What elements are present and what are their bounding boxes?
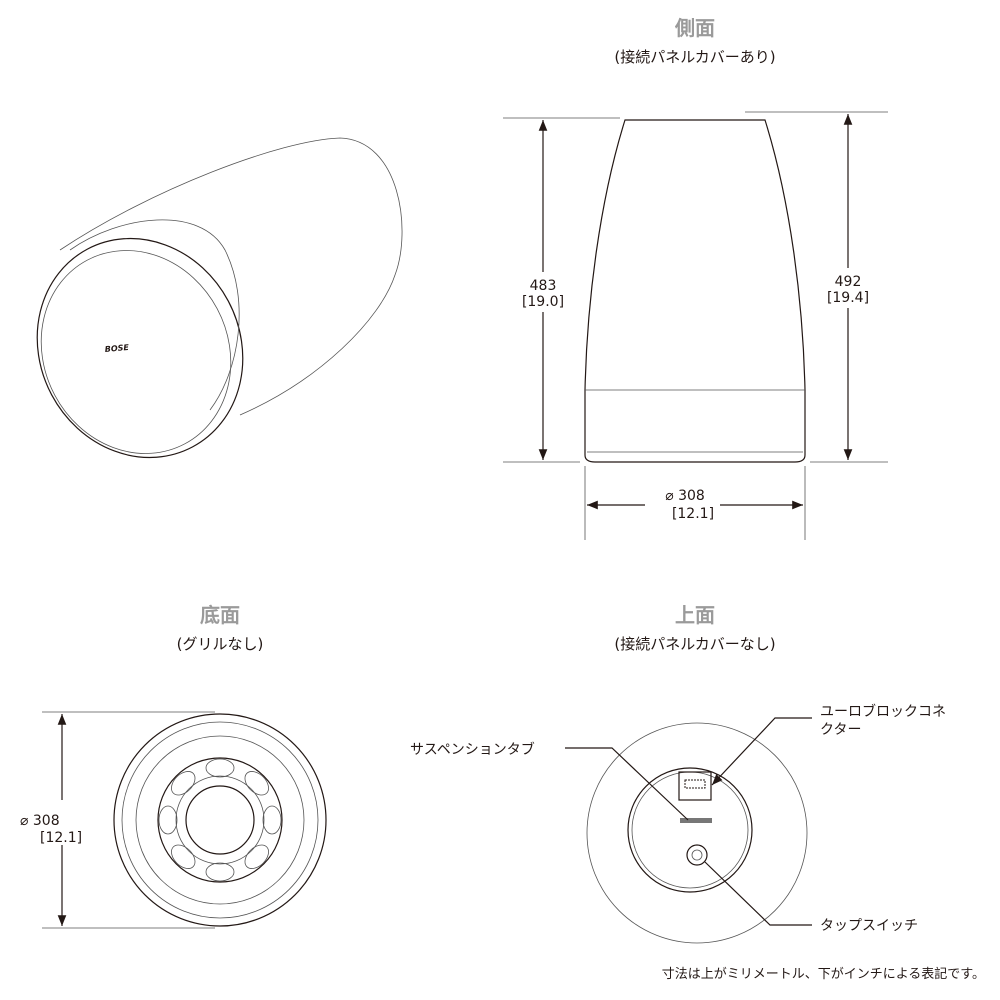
height-right-mm: 492 (835, 274, 862, 290)
euroblock-label-2: クター (820, 722, 861, 738)
top-view: サスペンションタブ ユーロブロックコネ クター タップスイッチ (410, 703, 946, 944)
bottom-view: ⌀ 308 [12.1] (20, 711, 327, 929)
tap-switch-label: タップスイッチ (820, 918, 918, 934)
tap-switch (686, 844, 708, 866)
footnote: 寸法は上がミリメートル、下がインチによる表記です。 (662, 966, 985, 982)
speaker-body-outline (59, 137, 403, 416)
driver-lobe (158, 805, 178, 835)
speaker-grille (40, 250, 232, 454)
bottom-view-subtitle: (グリルなし) (177, 635, 264, 653)
top-view-title: 上面 (675, 603, 715, 627)
euroblock-connector (678, 771, 712, 801)
driver-lobe (171, 771, 196, 796)
driver-lobe (205, 758, 235, 778)
top-view-subtitle: (接続パネルカバーなし) (614, 635, 775, 653)
speaker-front-rim (36, 237, 244, 459)
side-view: 483 [19.0] 492 [19.4] ⌀ 308 [12.1] (503, 111, 888, 540)
width-mm: ⌀ 308 (665, 488, 705, 504)
driver-lobe (262, 805, 282, 835)
driver-lobe (171, 844, 196, 869)
height-left-mm: 483 (530, 278, 557, 294)
speaker-side-outline (584, 119, 806, 463)
euroblock-label-1: ユーロブロックコネ (820, 703, 946, 720)
side-view-title: 側面 (674, 16, 715, 40)
bottom-diameter-mm: ⌀ 308 (20, 813, 60, 829)
height-left-in: [19.0] (522, 294, 564, 310)
speaker-band (69, 219, 240, 411)
driver-lobe (244, 844, 269, 869)
suspension-tab (680, 818, 712, 823)
width-in: [12.1] (672, 506, 714, 522)
driver-lobe (205, 862, 235, 882)
suspension-tab-label: サスペンションタブ (410, 741, 535, 758)
driver-lobe (244, 771, 269, 796)
bottom-view-title: 底面 (200, 603, 240, 627)
bose-logo: BOSE (104, 343, 129, 354)
side-view-subtitle: (接続パネルカバーあり) (614, 48, 775, 66)
height-right-in: [19.4] (827, 290, 869, 306)
bottom-diameter-in: [12.1] (40, 830, 82, 846)
perspective-view: BOSE (36, 137, 403, 459)
